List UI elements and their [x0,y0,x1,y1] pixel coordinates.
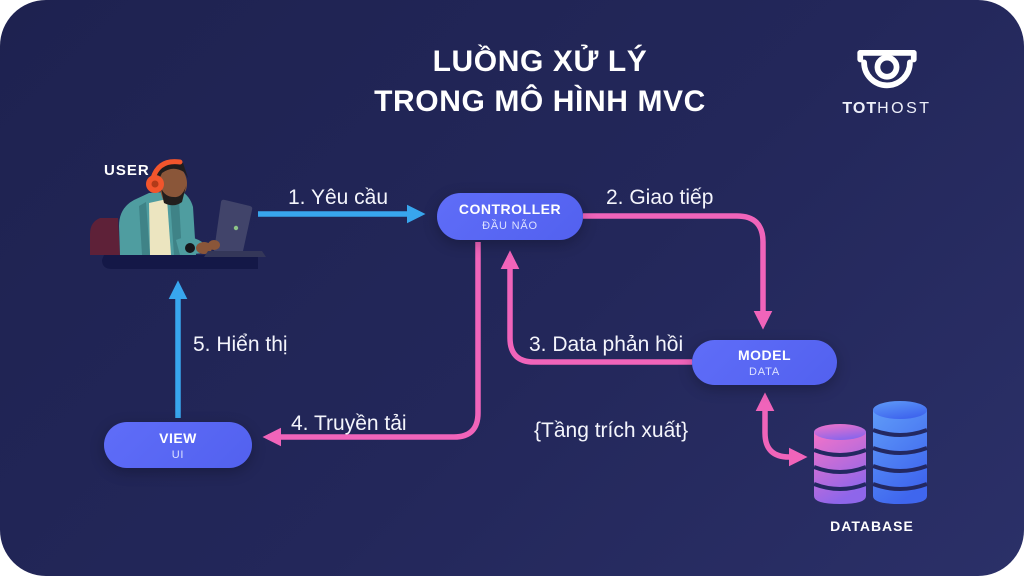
tothost-logo-icon [857,49,917,89]
shirt-shape [149,199,171,255]
view-node-subtitle: UI [171,448,185,461]
beard-shape [161,186,186,206]
arrow-2-communicate [583,213,773,330]
flow-label-3: 3. Data phản hồi [529,333,684,356]
arrow-3-data-response [500,250,692,365]
desk-shape [102,255,258,269]
title-line-2: TRONG MÔ HÌNH MVC [374,84,706,118]
laptop-base [204,251,266,257]
flow-label-5: 5. Hiển thị [193,333,288,356]
laptop-screen [214,199,253,251]
headphone-cup-inner [151,180,159,188]
flow-label-2: 2. Giao tiếp [606,186,714,209]
controller-node-title: CONTROLLER [458,201,562,217]
chair-shape [90,218,120,255]
flow-label-1: 1. Yêu cầu [288,186,389,209]
database-cylinder-left [813,424,867,504]
title-line-1: LUỒNG XỬ LÝ [432,45,648,78]
tothost-logo: TOTHOST [841,48,933,118]
hair-shape [156,160,188,188]
controller-node: CONTROLLER ĐẦU NÃO [437,193,583,240]
user-illustration [90,159,266,269]
model-node: MODEL DATA [692,340,837,385]
model-node-subtitle: DATA [749,366,780,378]
view-node-title: VIEW [159,429,197,446]
arrow-4-deliver [262,242,481,447]
laptop-logo-dot [233,225,239,231]
face-shape [159,167,187,202]
jacket-lapel [139,202,150,255]
database-label: DATABASE [830,518,914,534]
controller-node-subtitle: ĐẦU NÃO [482,220,538,232]
database-cylinder-right [872,401,928,504]
extraction-layer-label: {Tầng trích xuất} [534,419,689,442]
watch-icon [185,243,195,253]
logo-text-bold: TOT [842,100,878,117]
model-node-title: MODEL [737,347,792,363]
hand-shape-2 [208,240,220,250]
logo-text-light: HOST [877,100,932,117]
arrow-model-database [755,392,808,467]
flow-label-4: 4. Truyền tải [291,412,407,435]
page-title: LUỒNG XỬ LÝ TRONG MÔ HÌNH MVC [56,42,1024,122]
tothost-logo-text: TOTHOST [841,100,933,118]
database-icon [813,401,928,504]
user-label: USER [104,162,150,179]
view-node: VIEW UI [104,422,252,468]
